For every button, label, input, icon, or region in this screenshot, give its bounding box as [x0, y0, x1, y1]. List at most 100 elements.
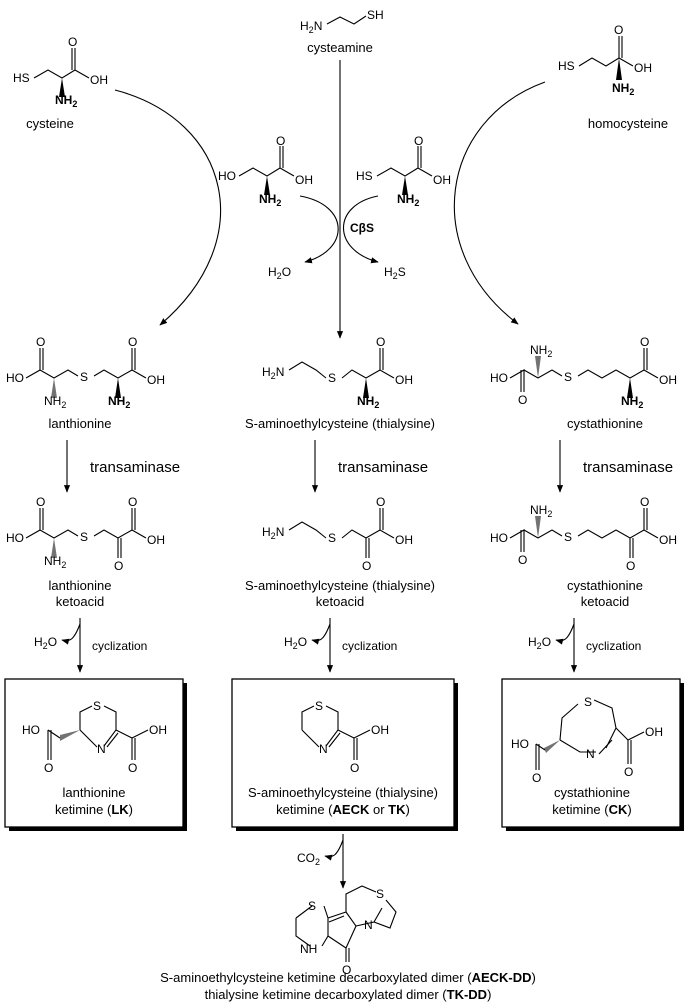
o-label: O — [640, 335, 649, 349]
ck-box — [501, 678, 681, 828]
decarboxylation-step: CO2 — [297, 834, 347, 889]
oh-label: OH — [371, 723, 389, 737]
s-label: S — [93, 699, 101, 713]
cystathionine-ketoacid-label-2: ketoacid — [581, 594, 629, 609]
ho-label: HO — [22, 723, 40, 737]
thialysine-label: S-aminoethylcysteine (thialysine) — [245, 416, 435, 431]
n-label: N — [319, 742, 328, 756]
serine-structure: HO O OH NH2 — [218, 134, 313, 208]
cysteine-to-lanthionine-arrow — [114, 89, 222, 326]
o-label: O — [36, 495, 45, 509]
oh-label: OH — [295, 173, 313, 187]
o-label: O — [128, 335, 137, 349]
cysteamine-structure: H2N SH — [300, 8, 384, 35]
ho-label: HO — [218, 169, 236, 183]
h2o-byproduct: H2O — [284, 635, 307, 651]
cyclization-label: cyclization — [342, 639, 397, 653]
nh2-label: NH2 — [55, 93, 77, 109]
transaminase-label-center: transaminase — [338, 459, 428, 476]
lanthionine-ketoacid-structure: HO O S O O OH NH2 — [6, 495, 165, 573]
h2n-label: H2N — [300, 19, 322, 35]
ck-label-2: ketimine (CK) — [552, 802, 631, 817]
lk-label-1: lanthionine — [63, 785, 126, 800]
nh2-label: NH2 — [612, 81, 634, 97]
n-label: N — [586, 747, 595, 761]
homocysteine-to-cystathionine-arrow — [453, 81, 546, 325]
transaminase-label-left: transaminase — [90, 459, 180, 476]
homocysteine-label: homocysteine — [588, 116, 668, 131]
o-label: O — [626, 559, 635, 573]
cysteine-to-h2s-arrow — [342, 195, 379, 264]
cbs-enzyme-label: CβS — [350, 221, 374, 235]
h2n-label: H2N — [262, 365, 284, 381]
co2-byproduct: CO2 — [297, 851, 320, 867]
nh2-label: NH2 — [259, 192, 281, 208]
s-label: S — [564, 530, 572, 544]
cystathionine-ketoacid-structure: HO O NH2 S O O OH — [490, 495, 677, 573]
aeck-dd-label: S-aminoethylcysteine ketimine decarboxyl… — [160, 970, 536, 985]
o-label: O — [414, 134, 423, 148]
nh2-label: NH2 — [44, 554, 66, 570]
ho-label: HO — [6, 371, 24, 385]
aeck-box — [231, 678, 455, 828]
n-label: N — [97, 742, 106, 756]
cyclization-center: H2O cyclization — [284, 618, 397, 673]
oh-label: OH — [395, 533, 413, 547]
serine-to-water-arrow — [299, 195, 339, 264]
lanthionine-structure: HO O S O OH NH2 NH2 — [6, 335, 165, 410]
nh2-label: NH2 — [397, 192, 419, 208]
oh-label: OH — [147, 373, 165, 387]
h2o-byproduct: H2O — [268, 265, 291, 281]
o-label: O — [44, 761, 53, 775]
aeck-structure: S N O OH — [301, 699, 389, 775]
o-label: O — [350, 761, 359, 775]
cystathionine-structure: HO O NH2 S O OH NH2 — [490, 335, 677, 410]
aeck-label-2: ketimine (AECK or TK) — [276, 802, 410, 817]
hs-label: HS — [356, 169, 373, 183]
o-label: O — [624, 765, 633, 779]
h2n-label: H2N — [262, 525, 284, 541]
cyclization-left: H2O cyclization — [34, 618, 147, 673]
thialysine-ketoacid-label-2: ketoacid — [316, 594, 364, 609]
s-label: S — [376, 887, 384, 901]
cyclization-label: cyclization — [586, 639, 641, 653]
lk-label-2: ketimine (LK) — [55, 802, 133, 817]
ho-label: HO — [490, 531, 508, 545]
s-label: S — [564, 370, 572, 384]
nh2-label: NH2 — [530, 343, 552, 359]
cystathionine-label: cystathionine — [567, 416, 643, 431]
cysteine-label: cysteine — [26, 116, 74, 131]
ho-label: HO — [490, 371, 508, 385]
o-label: O — [276, 134, 285, 148]
lk-structure: S N HO O O OH — [22, 699, 167, 775]
nh2-label: NH2 — [357, 394, 379, 410]
o-label: O — [376, 495, 385, 509]
h2o-byproduct: H2O — [528, 635, 551, 651]
h2o-byproduct: H2O — [34, 635, 57, 651]
oh-label: OH — [634, 61, 652, 75]
sh-label: SH — [367, 8, 384, 22]
o-label: O — [518, 393, 527, 407]
nh2-label: NH2 — [108, 394, 130, 410]
s-label: S — [315, 699, 323, 713]
n-label: N — [364, 918, 373, 932]
homocysteine-structure: HS O OH NH2 — [558, 23, 652, 97]
o-label: O — [128, 495, 137, 509]
nh2-label: NH2 — [621, 394, 643, 410]
o-label: O — [376, 335, 385, 349]
thialysine-ketoacid-structure: H2N S O O OH — [262, 495, 413, 573]
h2s-byproduct: H2S — [384, 265, 406, 281]
oh-label: OH — [659, 533, 677, 547]
s-label: S — [328, 531, 336, 545]
cyclization-label: cyclization — [92, 639, 147, 653]
aeck-label-1: S-aminoethylcysteine (thialysine) — [248, 785, 438, 800]
oh-label: OH — [90, 73, 108, 87]
o-label: O — [640, 495, 649, 509]
s-label: S — [308, 899, 316, 913]
nh2-label: NH2 — [44, 394, 66, 410]
o-label: O — [36, 335, 45, 349]
lanthionine-ketoacid-label-1: lanthionine — [49, 578, 112, 593]
lanthionine-label: lanthionine — [49, 416, 112, 431]
ck-structure: S N HO O O OH — [511, 695, 663, 785]
ck-label-1: cystathionine — [554, 785, 630, 800]
